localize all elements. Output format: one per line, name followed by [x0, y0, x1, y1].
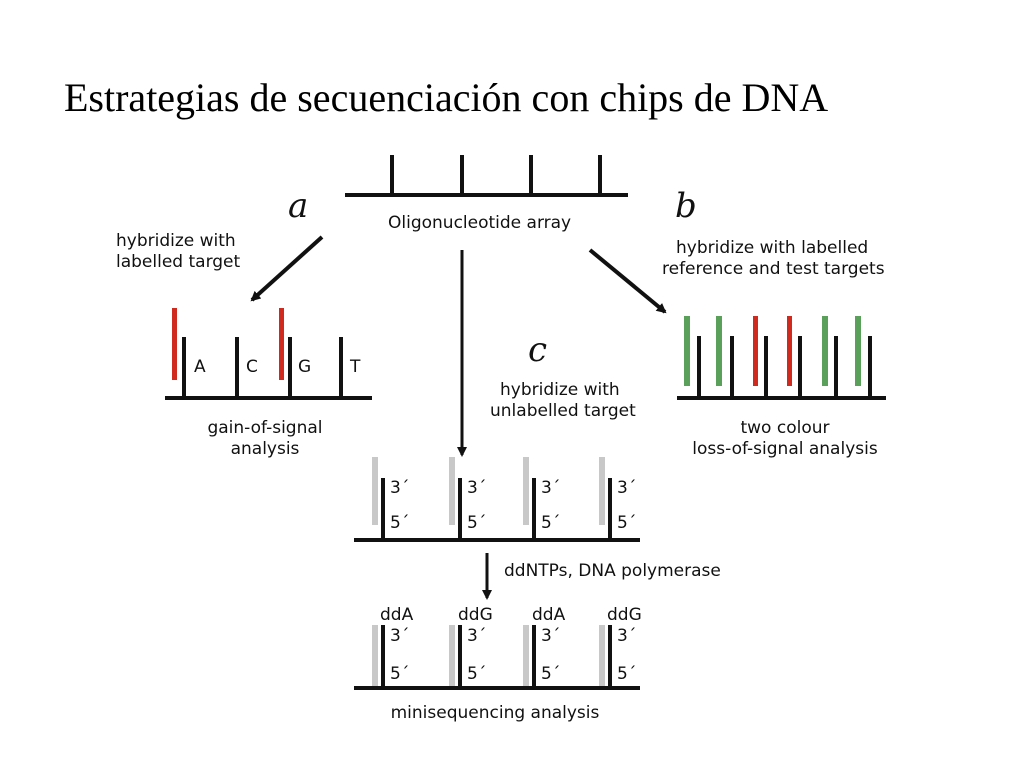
- end-5-label: 5´: [617, 513, 637, 533]
- red-signal-bar: [279, 308, 284, 380]
- grey-target-strand: [372, 625, 378, 688]
- end-3-label: 3´: [541, 478, 561, 498]
- panel-b-letter: b: [675, 186, 697, 226]
- grey-target-strand: [449, 625, 455, 688]
- panel-b-caption-line2: loss-of-signal analysis: [692, 439, 878, 459]
- end-5-label: 5´: [541, 513, 561, 533]
- panel-c-instruction-line2: unlabelled target: [490, 401, 636, 421]
- dd-label: ddG: [458, 605, 493, 625]
- end-3-label: 3´: [467, 626, 487, 646]
- grey-target-strand: [599, 457, 605, 525]
- panel-b-instruction-line2: reference and test targets: [662, 259, 885, 279]
- dd-label: ddG: [607, 605, 642, 625]
- end-3-label: 3´: [617, 626, 637, 646]
- panel-a-array: [165, 308, 372, 400]
- red-signal-bar: [172, 308, 177, 380]
- grey-target-strand: [523, 625, 529, 688]
- base-label-g: G: [298, 357, 312, 377]
- panel-a-caption-line1: gain-of-signal: [207, 418, 323, 438]
- end-3-label: 3´: [617, 478, 637, 498]
- end-3-label: 3´: [390, 478, 410, 498]
- end-5-label: 5´: [390, 664, 410, 684]
- step-label: ddNTPs, DNA polymerase: [504, 561, 721, 581]
- panel-a-caption-line2: analysis: [230, 439, 300, 459]
- arrow-to-a: [250, 235, 324, 302]
- end-3-label: 3´: [467, 478, 487, 498]
- end-5-label: 5´: [467, 513, 487, 533]
- panel-b-caption-line1: two colour: [740, 418, 830, 438]
- dd-label: ddA: [532, 605, 566, 625]
- dd-label: ddA: [380, 605, 414, 625]
- grey-target-strand: [372, 457, 378, 525]
- panel-a-letter: a: [288, 186, 309, 226]
- grey-target-strand: [523, 457, 529, 525]
- green-signal-bar: [684, 316, 690, 386]
- green-signal-bar: [822, 316, 828, 386]
- minisequencing-array: [354, 625, 640, 690]
- panel-c-instruction-line1: hybridize with: [500, 380, 620, 400]
- grey-target-strand: [449, 457, 455, 525]
- panel-a-instruction-line1: hybridize with: [116, 231, 236, 251]
- base-label-t: T: [350, 357, 361, 377]
- green-signal-bar: [716, 316, 722, 386]
- panel-b-array: [677, 316, 886, 400]
- red-signal-bar: [787, 316, 792, 386]
- base-label-a: A: [194, 357, 206, 377]
- end-5-label: 5´: [390, 513, 410, 533]
- grey-target-strand: [599, 625, 605, 688]
- panel-c-letter: c: [528, 330, 548, 370]
- minisequencing-caption: minisequencing analysis: [390, 703, 600, 723]
- panel-c-hybrid-array: [354, 457, 640, 542]
- end-3-label: 3´: [541, 626, 561, 646]
- end-5-label: 5´: [467, 664, 487, 684]
- red-signal-bar: [753, 316, 758, 386]
- green-signal-bar: [855, 316, 861, 386]
- end-5-label: 5´: [541, 664, 561, 684]
- panel-a-instruction-line2: labelled target: [116, 252, 241, 272]
- top-array: [345, 155, 628, 197]
- slide-title: Estrategias de secuenciación con chips d…: [64, 75, 829, 120]
- array-label: Oligonucleotide array: [388, 213, 572, 233]
- arrow-to-b: [588, 248, 667, 314]
- base-label-c: C: [246, 357, 258, 377]
- end-3-label: 3´: [390, 626, 410, 646]
- end-5-label: 5´: [617, 664, 637, 684]
- panel-b-instruction-line1: hybridize with labelled: [676, 238, 869, 258]
